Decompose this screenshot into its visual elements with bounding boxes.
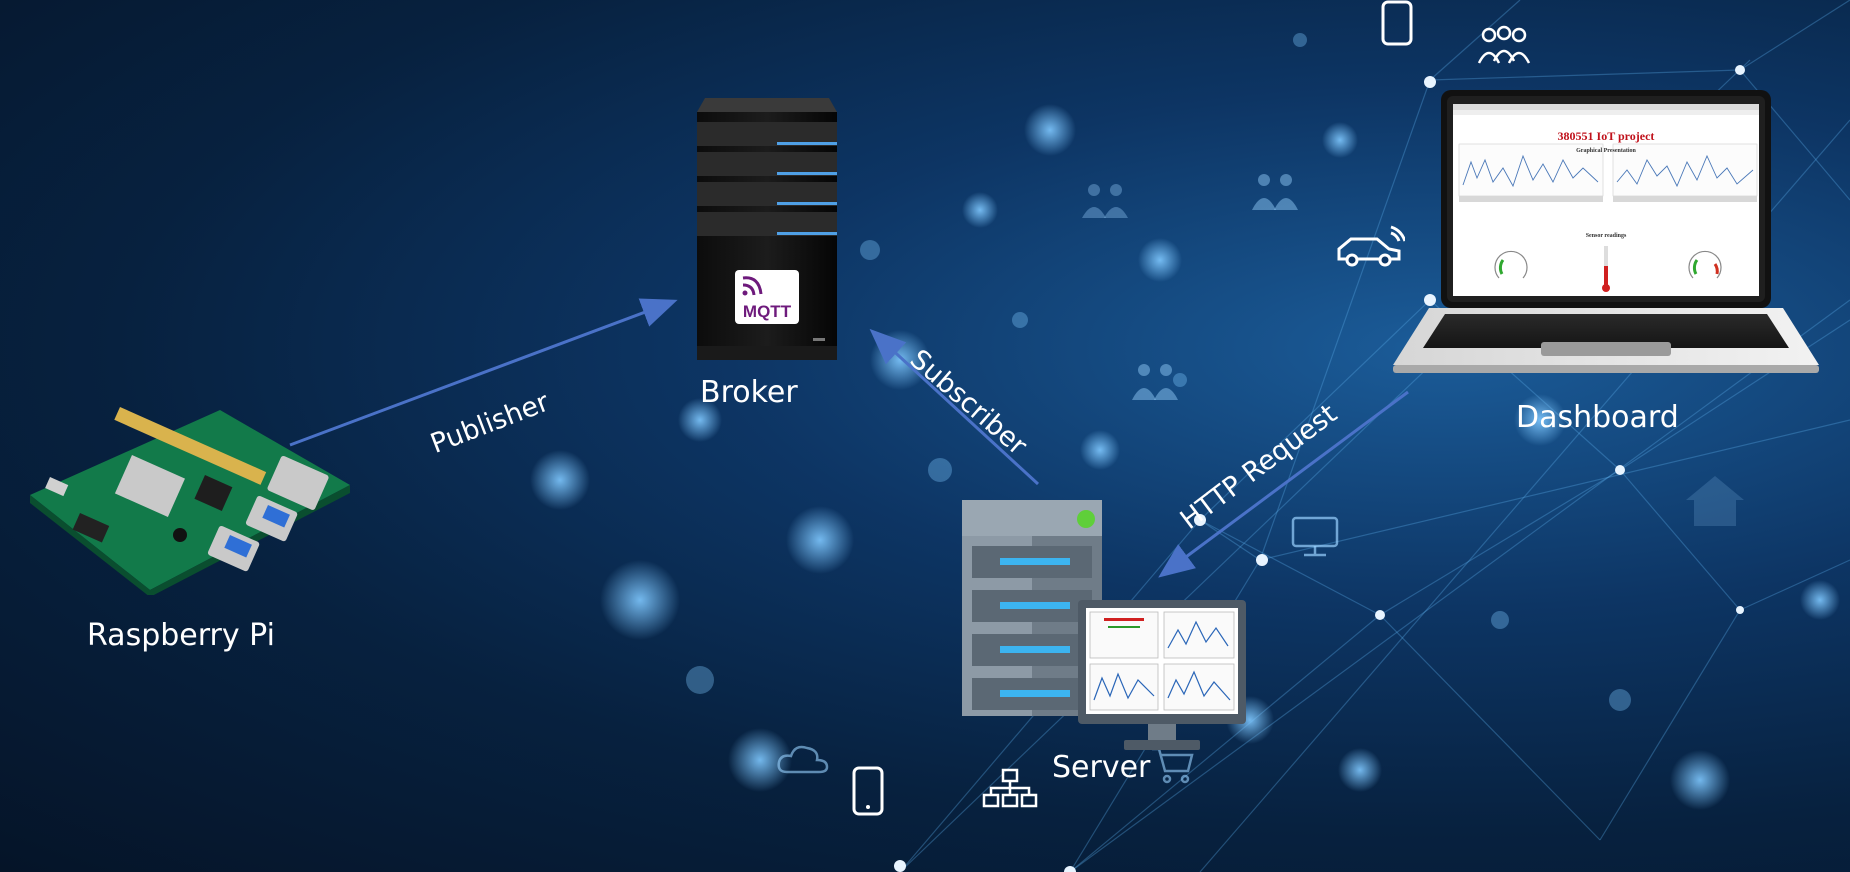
broker-server-tower: [697, 98, 837, 360]
subscriber-arrow: [869, 328, 1040, 486]
publisher-arrow: [289, 298, 678, 447]
phone-icon: [1381, 0, 1413, 46]
server-monitor: [1078, 600, 1246, 750]
people-icon: [1477, 25, 1531, 64]
http-request-arrow: [1158, 390, 1409, 578]
node-label-dashboard: Dashboard: [1516, 400, 1679, 435]
network-icon: [982, 768, 1038, 808]
car-icon: [1337, 225, 1405, 267]
phone-icon: [852, 766, 884, 816]
dashboard-laptop: [1393, 90, 1819, 373]
mqtt-badge-text: MQTT: [742, 302, 792, 321]
node-label-raspberry-pi: Raspberry Pi: [87, 618, 275, 653]
cloud-icon: [777, 745, 829, 774]
node-label-broker: Broker: [700, 375, 798, 410]
dashboard-screen-subtitle: Graphical Presentation: [1576, 148, 1636, 154]
monitor-icon: [1291, 516, 1339, 557]
people-icon: [1082, 184, 1128, 218]
dashboard-screen-title: 380551 IoT project: [1557, 129, 1655, 143]
dashboard-screen-section: Sensor readings: [1585, 233, 1627, 239]
people-icon: [1252, 174, 1298, 210]
home-icon: [1686, 476, 1744, 526]
node-label-server: Server: [1052, 750, 1151, 785]
people-icon: [1132, 364, 1178, 400]
raspberry-pi-board: [30, 406, 350, 595]
